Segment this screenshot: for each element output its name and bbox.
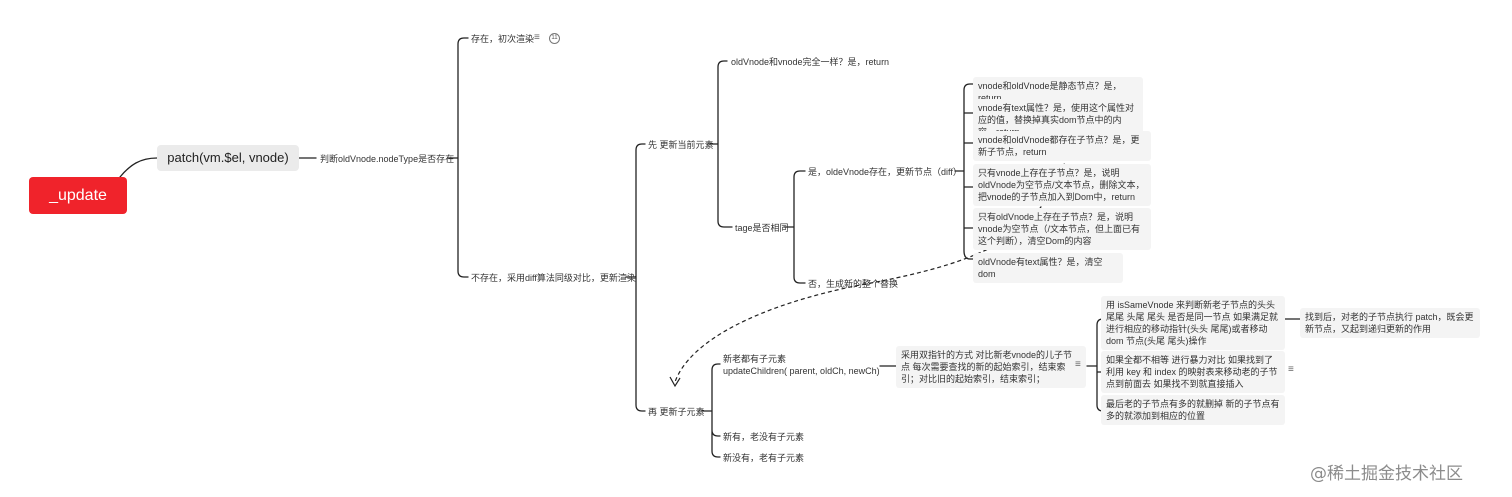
exists-node[interactable]: 存在，初次渲染 bbox=[471, 34, 535, 44]
only-vnode-node[interactable]: 只有vnode上存在子节点？是，说明oldVnode为空节点/文本节点，删除文本… bbox=[973, 164, 1151, 206]
both-have-line2: updateChildren( parent, oldCh, newCh) bbox=[723, 366, 880, 376]
tag-same-node[interactable]: tage是否相同 bbox=[735, 223, 789, 233]
both-children-node[interactable]: vnode和oldVnode都存在子节点？是，更新子节点，return bbox=[973, 131, 1151, 161]
brute-compare-node[interactable]: 如果全都不相等 进行暴力对比 如果找到了利用 key 和 index 的映射表来… bbox=[1101, 351, 1285, 393]
then-children-node[interactable]: 再 更新子元素 bbox=[648, 407, 705, 417]
only-old-node[interactable]: 只有oldVnode上存在子节点？是，说明vnode为空节点（/文本节点，但上面… bbox=[973, 208, 1151, 250]
both-have-node[interactable]: 新老都有子元素 updateChildren( parent, oldCh, n… bbox=[721, 352, 882, 378]
not-exists-node[interactable]: 不存在，采用diff算法同级对比，更新渲染 bbox=[471, 273, 636, 283]
double-pointer-text: 采用双指针的方式 对比新老vnode的儿子节点 每次需要查找的新的起始索引，结束… bbox=[901, 350, 1073, 384]
same-vnode-node[interactable]: oldVnode和vnode完全一样？是，return bbox=[731, 57, 890, 67]
edge-root-patch bbox=[119, 157, 158, 178]
note-icon[interactable]: ≡ bbox=[1075, 359, 1081, 370]
count-badge[interactable]: 11 bbox=[549, 33, 560, 44]
no-replace-node[interactable]: 否，生成新的整个替换 bbox=[808, 279, 899, 289]
new-only-node[interactable]: 新有，老没有子元素 bbox=[723, 432, 805, 442]
note-icon[interactable]: ≡ bbox=[534, 32, 540, 43]
old-only-node[interactable]: 新没有，老有子元素 bbox=[723, 453, 805, 463]
root-node[interactable]: _update bbox=[29, 177, 127, 214]
first-update-node[interactable]: 先 更新当前元素 bbox=[648, 140, 714, 150]
dashed-arrow-head bbox=[669, 376, 681, 388]
double-pointer-node[interactable]: 采用双指针的方式 对比新老vnode的儿子节点 每次需要查找的新的起始索引，结束… bbox=[896, 346, 1086, 388]
patch-node[interactable]: patch(vm.$el, vnode) bbox=[157, 145, 299, 171]
judge-node[interactable]: 判断oldVnode.nodeType是否存在 bbox=[320, 154, 455, 164]
old-text-node[interactable]: oldVnode有text属性？是，清空dom bbox=[973, 253, 1123, 283]
same-vnode-compare-node[interactable]: 用 isSameVnode 来判断新老子节点的头头 尾尾 头尾 尾头 是否是同一… bbox=[1101, 296, 1285, 350]
found-after-node[interactable]: 找到后，对老的子节点执行 patch，既会更新节点，又起到递归更新的作用 bbox=[1300, 308, 1480, 338]
remainder-node[interactable]: 最后老的子节点有多的就删掉 新的子节点有多的就添加到相应的位置 bbox=[1101, 395, 1285, 425]
both-have-line1: 新老都有子元素 bbox=[723, 354, 787, 364]
watermark: @稀土掘金技术社区 bbox=[1310, 464, 1463, 484]
note-icon[interactable]: ≡ bbox=[1288, 364, 1294, 375]
yes-exists-node[interactable]: 是，oldeVnode存在，更新节点（diff） bbox=[808, 167, 962, 177]
